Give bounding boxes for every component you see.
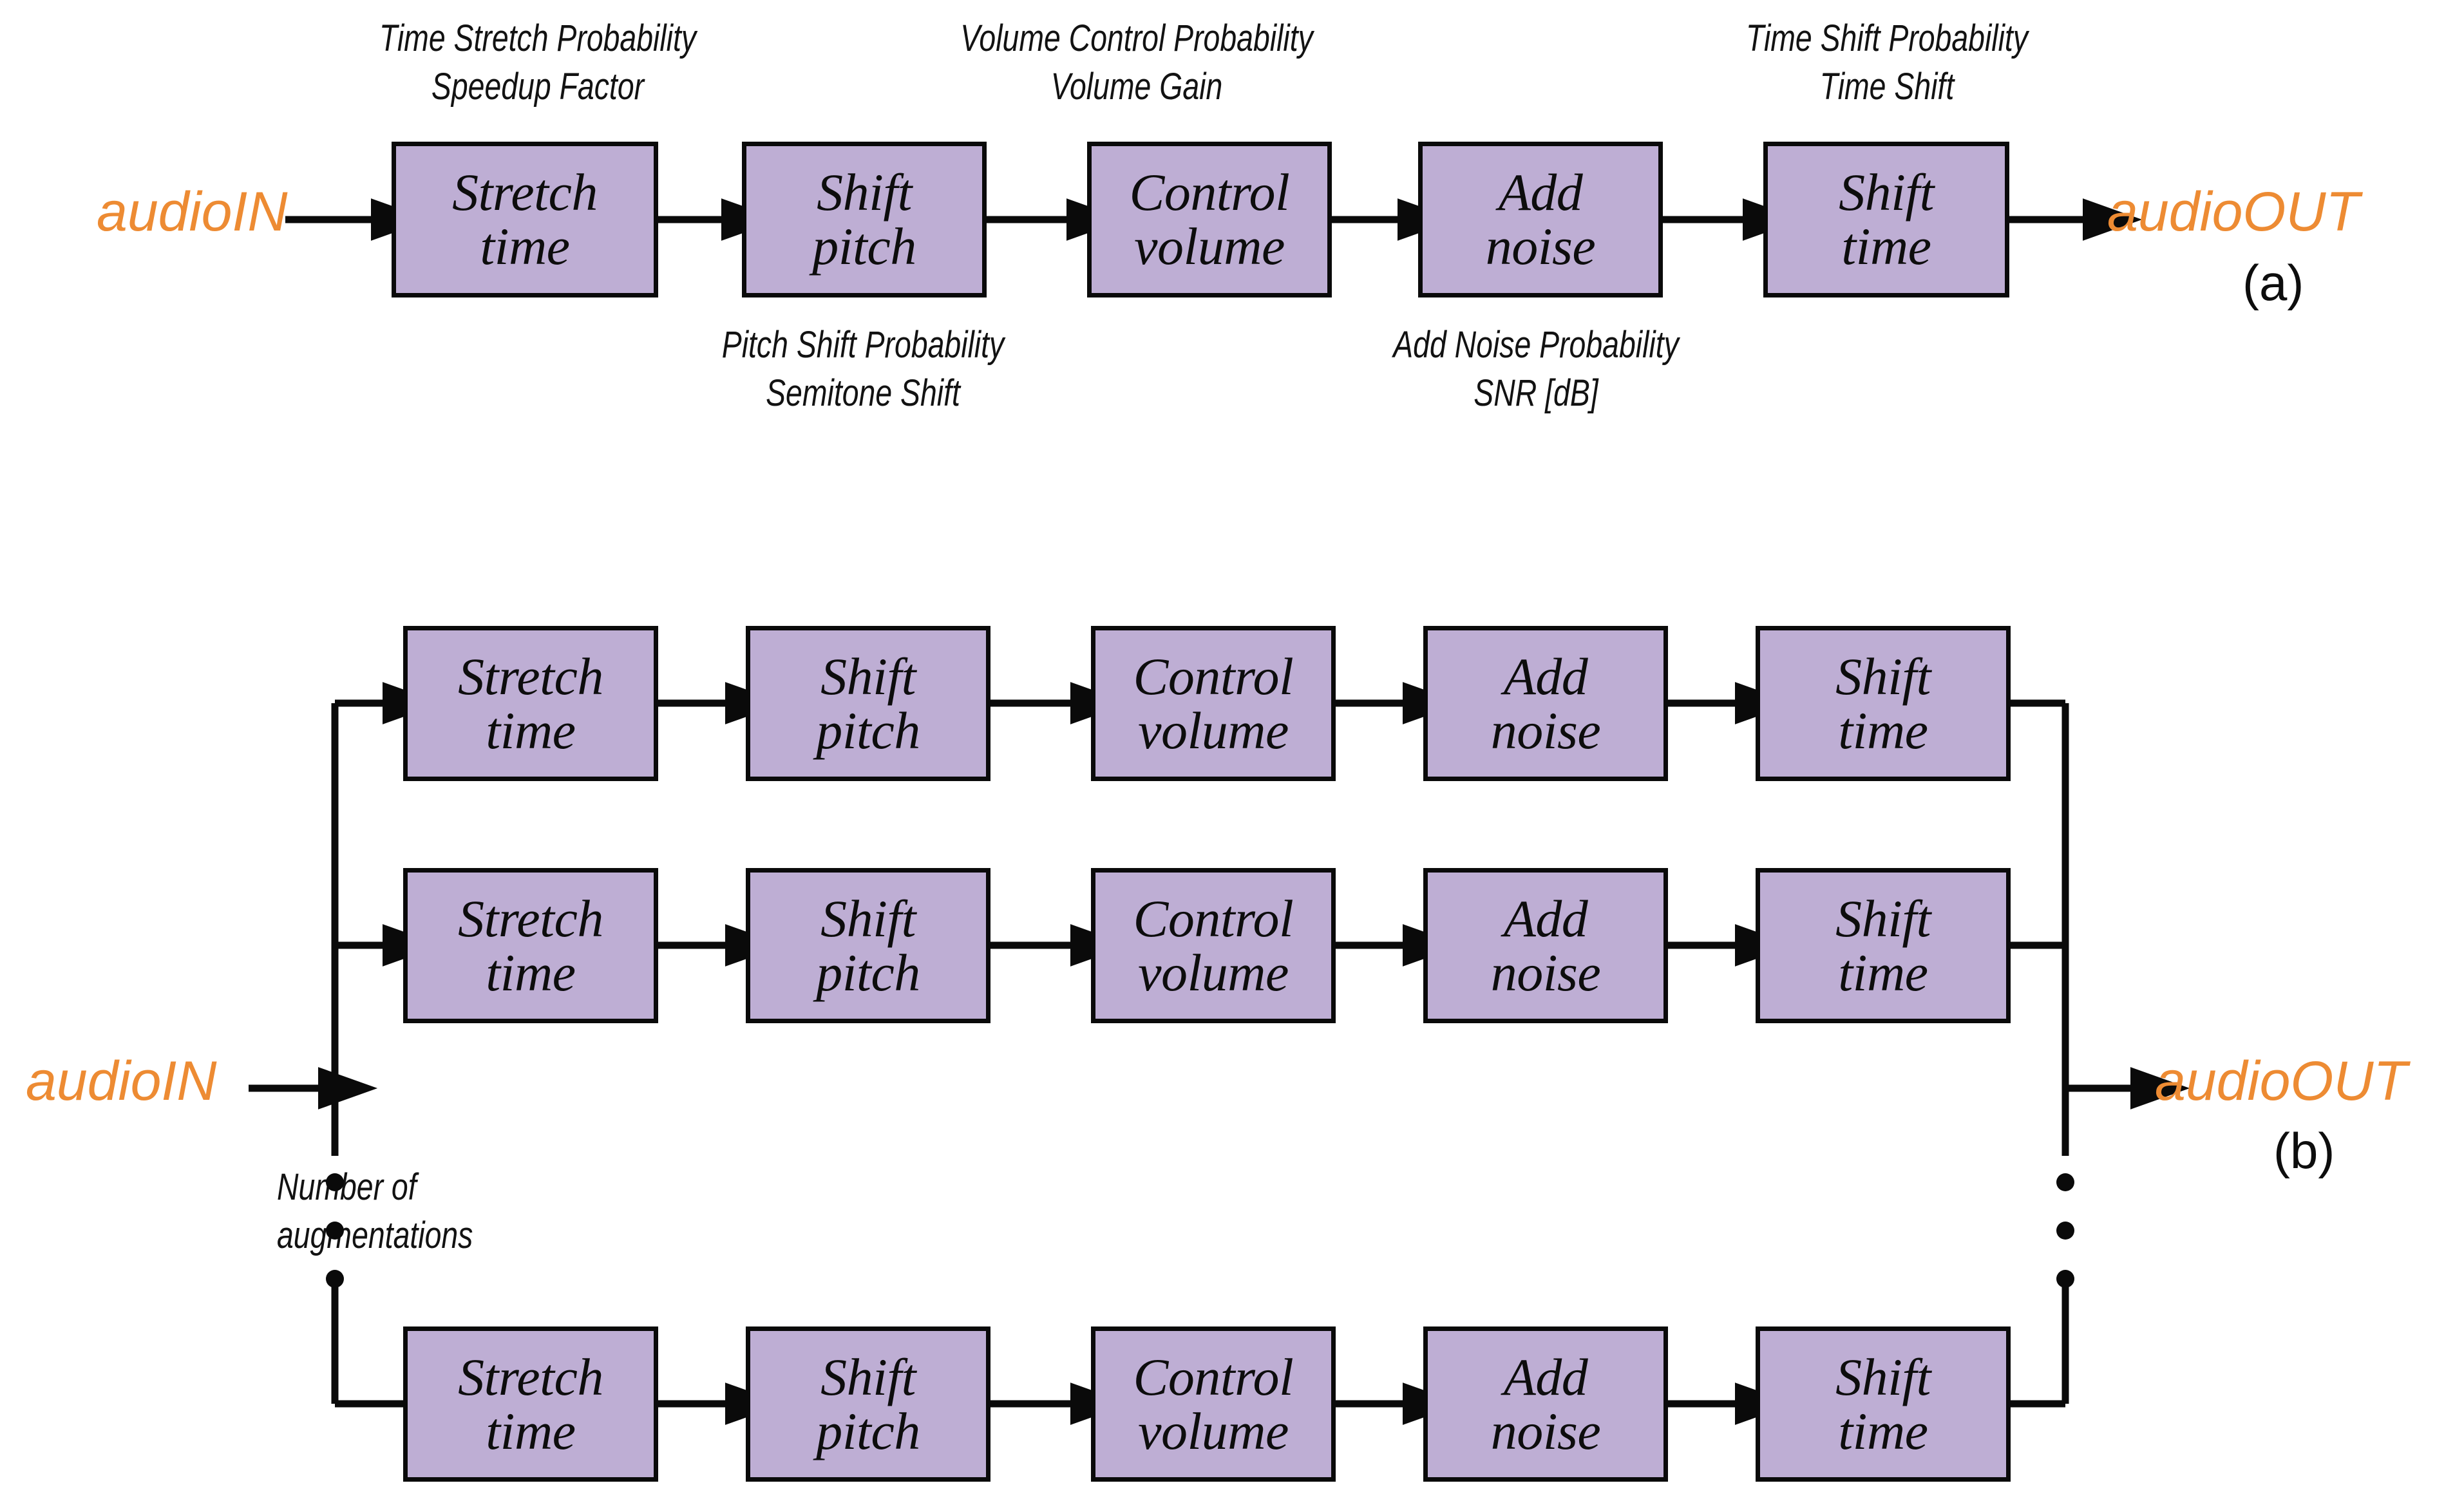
panel-b-letter: (b) — [2273, 1122, 2335, 1179]
block-b-r2-add-noise[interactable]: Add noise — [1423, 868, 1668, 1023]
block-b-r3-control-volume[interactable]: Control volume — [1091, 1326, 1336, 1482]
block-b-r3-shift-pitch[interactable]: Shift pitch — [746, 1326, 990, 1482]
block-a-stretch-time[interactable]: Stretch time — [392, 142, 658, 297]
block-label: Shift time — [1835, 889, 1931, 1002]
annotation-add-noise: Add Noise Probability SNR [dB] — [1393, 324, 1679, 415]
block-b-r3-stretch-time[interactable]: Stretch time — [403, 1326, 658, 1482]
ellipsis-dot-input-3 — [326, 1270, 344, 1288]
block-label: Shift time — [1835, 647, 1931, 760]
panel-b-output-label: audioOUT — [2155, 1050, 2407, 1112]
panel-a-output-label: audioOUT — [2107, 181, 2360, 243]
annotation-time-stretch: Time Stretch Probability Speedup Factor — [379, 17, 697, 108]
block-b-r1-control-volume[interactable]: Control volume — [1091, 626, 1336, 781]
ellipsis-dot-output-2 — [2056, 1222, 2074, 1240]
block-label: Add noise — [1490, 1347, 1601, 1460]
annotation-time-shift: Time Shift Probability Time Shift — [1746, 17, 2028, 108]
panel-b-input-label: audioIN — [26, 1050, 217, 1112]
block-a-control-volume[interactable]: Control volume — [1087, 142, 1332, 297]
block-b-r1-stretch-time[interactable]: Stretch time — [403, 626, 658, 781]
block-b-r2-stretch-time[interactable]: Stretch time — [403, 868, 658, 1023]
block-label: Add noise — [1485, 163, 1596, 276]
block-b-r1-add-noise[interactable]: Add noise — [1423, 626, 1668, 781]
block-label: Shift pitch — [816, 647, 920, 760]
block-b-r2-shift-time[interactable]: Shift time — [1756, 868, 2011, 1023]
block-label: Control volume — [1133, 1347, 1294, 1460]
ellipsis-dot-input-1 — [326, 1173, 344, 1191]
annotation-number-of-augmentations: Number of augmentations — [277, 1166, 473, 1257]
block-label: Stretch time — [458, 1347, 603, 1460]
block-label: Control volume — [1129, 163, 1290, 276]
block-a-shift-pitch[interactable]: Shift pitch — [742, 142, 987, 297]
block-b-r3-shift-time[interactable]: Shift time — [1756, 1326, 2011, 1482]
block-label: Shift pitch — [816, 889, 920, 1002]
block-label: Add noise — [1490, 647, 1601, 760]
block-label: Stretch time — [452, 163, 598, 276]
block-label: Add noise — [1490, 889, 1601, 1002]
ellipsis-dot-input-2 — [326, 1222, 344, 1240]
block-label: Shift time — [1835, 1347, 1931, 1460]
block-b-r3-add-noise[interactable]: Add noise — [1423, 1326, 1668, 1482]
ellipsis-dot-output-3 — [2056, 1270, 2074, 1288]
block-a-add-noise[interactable]: Add noise — [1418, 142, 1663, 297]
block-label: Control volume — [1133, 647, 1294, 760]
panel-a-letter: (a) — [2242, 254, 2304, 311]
block-label: Control volume — [1133, 889, 1294, 1002]
panel-a-input-label: audioIN — [97, 181, 288, 243]
block-label: Shift pitch — [812, 163, 916, 276]
annotation-pitch-shift: Pitch Shift Probability Semitone Shift — [721, 324, 1005, 415]
block-a-shift-time[interactable]: Shift time — [1763, 142, 2009, 297]
block-b-r1-shift-pitch[interactable]: Shift pitch — [746, 626, 990, 781]
block-b-r2-control-volume[interactable]: Control volume — [1091, 868, 1336, 1023]
block-label: Stretch time — [458, 647, 603, 760]
annotation-volume-control: Volume Control Probability Volume Gain — [960, 17, 1313, 108]
block-b-r2-shift-pitch[interactable]: Shift pitch — [746, 868, 990, 1023]
block-label: Shift time — [1839, 163, 1934, 276]
ellipsis-dot-output-1 — [2056, 1173, 2074, 1191]
block-b-r1-shift-time[interactable]: Shift time — [1756, 626, 2011, 781]
block-label: Stretch time — [458, 889, 603, 1002]
block-label: Shift pitch — [816, 1347, 920, 1460]
